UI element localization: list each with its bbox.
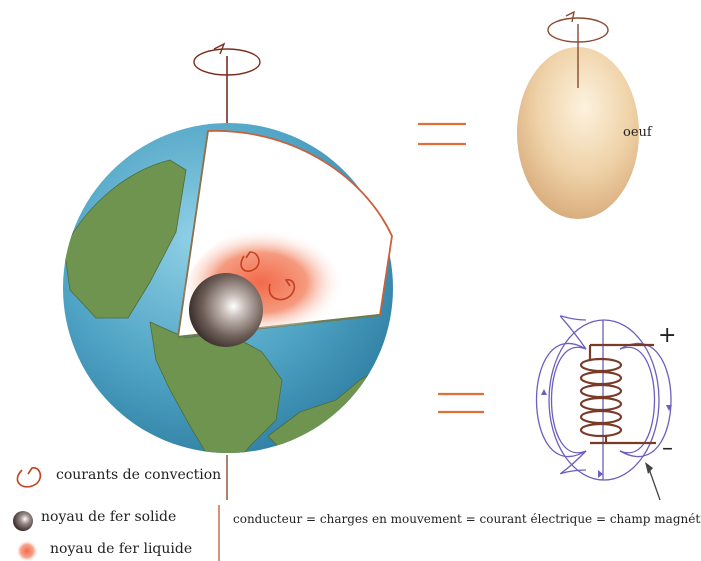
earth-rotation-icon — [194, 44, 260, 126]
solenoid-coil — [537, 316, 673, 500]
positive-terminal-label: + — [658, 323, 676, 348]
legend-liquid-core-label: noyau de fer liquide — [50, 541, 192, 557]
legend-liquid-core-icon — [16, 540, 38, 561]
egg-label: oeuf — [623, 125, 652, 140]
legend-convection-icon — [17, 468, 40, 487]
solid-core — [189, 273, 263, 347]
equation-caption: conducteur = charges en mouvement = cour… — [233, 512, 701, 526]
legend-convection-label: courants de convection — [56, 467, 221, 483]
negative-terminal-label: – — [662, 436, 673, 461]
legend-solid-core-icon — [13, 511, 33, 531]
egg-illustration — [517, 12, 639, 219]
equals-sign-coil — [438, 394, 484, 412]
equals-sign-egg — [418, 124, 466, 144]
legend-solid-core-label: noyau de fer solide — [41, 509, 176, 525]
